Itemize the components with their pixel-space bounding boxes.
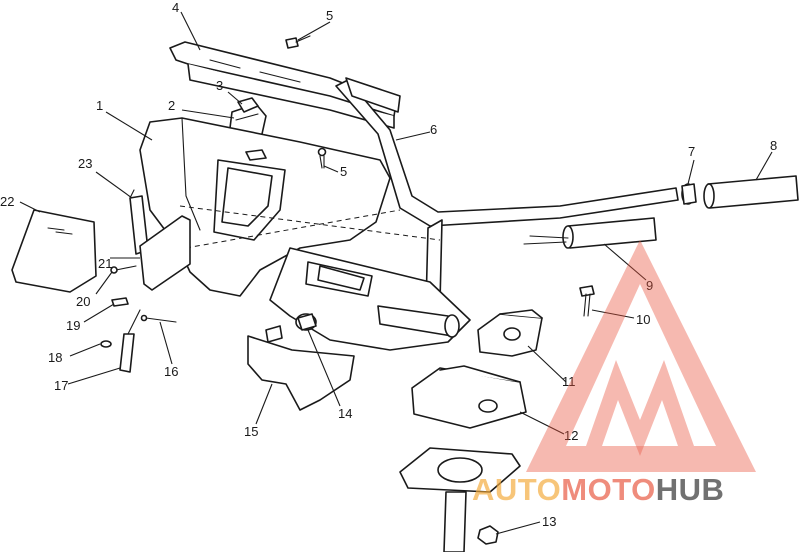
part-steering-tube-end — [377, 305, 460, 338]
callout-2: 2 — [168, 98, 175, 113]
part-14-knob — [265, 313, 317, 343]
part-7-bar-end — [681, 183, 697, 205]
part-18-nut — [100, 340, 112, 348]
part-4-cover-panel — [169, 41, 397, 129]
callout-11: 11 — [562, 374, 576, 389]
callout-1: 1 — [96, 98, 103, 113]
watermark-logo: AUTOMOTOHUB — [472, 240, 756, 507]
callout-23: 23 — [78, 156, 92, 171]
part-11-upper-clamp — [477, 309, 543, 357]
callout-3: 3 — [216, 78, 223, 93]
alignment-line-1 — [179, 205, 441, 241]
part-15-lower-panel — [247, 335, 355, 411]
callout-7: 7 — [688, 144, 695, 159]
watermark-text-hub: HUB — [656, 472, 725, 507]
part-9-heated-grip — [523, 217, 657, 249]
callout-22: 22 — [0, 194, 14, 209]
callout-12: 12 — [564, 428, 578, 443]
callout-17: 17 — [54, 378, 68, 393]
part-3-switch-cap — [237, 97, 259, 113]
part-steering-post-plate — [399, 447, 521, 552]
callout-21: 21 — [98, 256, 112, 271]
callout-18: 18 — [48, 350, 62, 365]
part-22-shield — [11, 209, 97, 293]
callout-8: 8 — [770, 138, 777, 153]
part-19-pin — [111, 297, 129, 307]
part-13-nut — [477, 525, 499, 545]
watermark-triangle-icon — [526, 240, 756, 472]
callout-10: 10 — [636, 312, 650, 327]
part-17-rod — [119, 309, 141, 373]
callout-5-middle: 5 — [340, 164, 347, 179]
callout-15: 15 — [244, 424, 258, 439]
callout-9: 9 — [646, 278, 653, 293]
callout-20: 20 — [76, 294, 90, 309]
callout-16: 16 — [164, 364, 178, 379]
callout-labels: 4 5 3 2 1 6 5 7 8 9 10 11 12 13 14 15 16… — [0, 0, 777, 529]
part-10-bolt — [579, 285, 595, 317]
watermark-inner-m-icon — [586, 360, 694, 456]
watermark-text: AUTOMOTOHUB — [472, 472, 724, 507]
alignment-line-2 — [185, 209, 401, 249]
callout-13: 13 — [542, 514, 556, 529]
part-21-mount-bracket — [139, 215, 191, 291]
watermark-text-auto: AUTO — [472, 472, 561, 507]
callout-6: 6 — [430, 122, 437, 137]
callout-19: 19 — [66, 318, 80, 333]
part-8-grip — [703, 175, 799, 209]
part-5-bolt-top — [285, 35, 311, 49]
leader-lines — [19, 11, 773, 535]
callout-5-top: 5 — [326, 8, 333, 23]
part-12-lower-clamp — [411, 365, 527, 429]
part-5-screw-middle — [317, 147, 327, 169]
callout-4: 4 — [172, 0, 179, 15]
part-16-lever-pin — [140, 314, 177, 323]
callout-14: 14 — [338, 406, 352, 421]
part-1-headlight-pod — [139, 117, 391, 297]
watermark-text-moto: MOTO — [561, 472, 655, 507]
part-20-screw — [110, 265, 137, 274]
